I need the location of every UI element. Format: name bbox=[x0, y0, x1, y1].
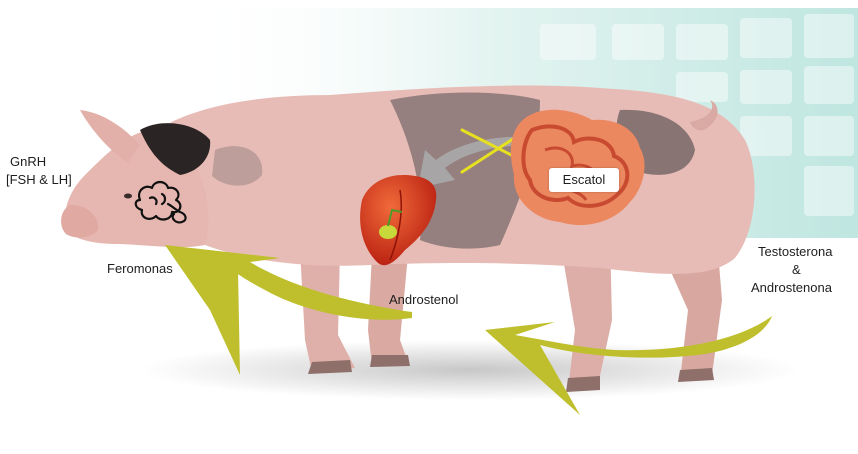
gnrh-label: GnRH bbox=[10, 154, 46, 170]
escatol-box: Escatol bbox=[549, 168, 619, 192]
escatol-label: Escatol bbox=[549, 172, 619, 187]
feromonas-label: Feromonas bbox=[107, 261, 173, 277]
ampersand-label: & bbox=[792, 262, 801, 278]
androstenol-label: Androstenol bbox=[389, 292, 458, 308]
fsh-lh-label: [FSH & LH] bbox=[6, 172, 72, 188]
testosterona-label: Testosterona bbox=[758, 244, 832, 260]
androstenona-label: Androstenona bbox=[751, 280, 832, 296]
gall-bladder bbox=[379, 225, 397, 239]
